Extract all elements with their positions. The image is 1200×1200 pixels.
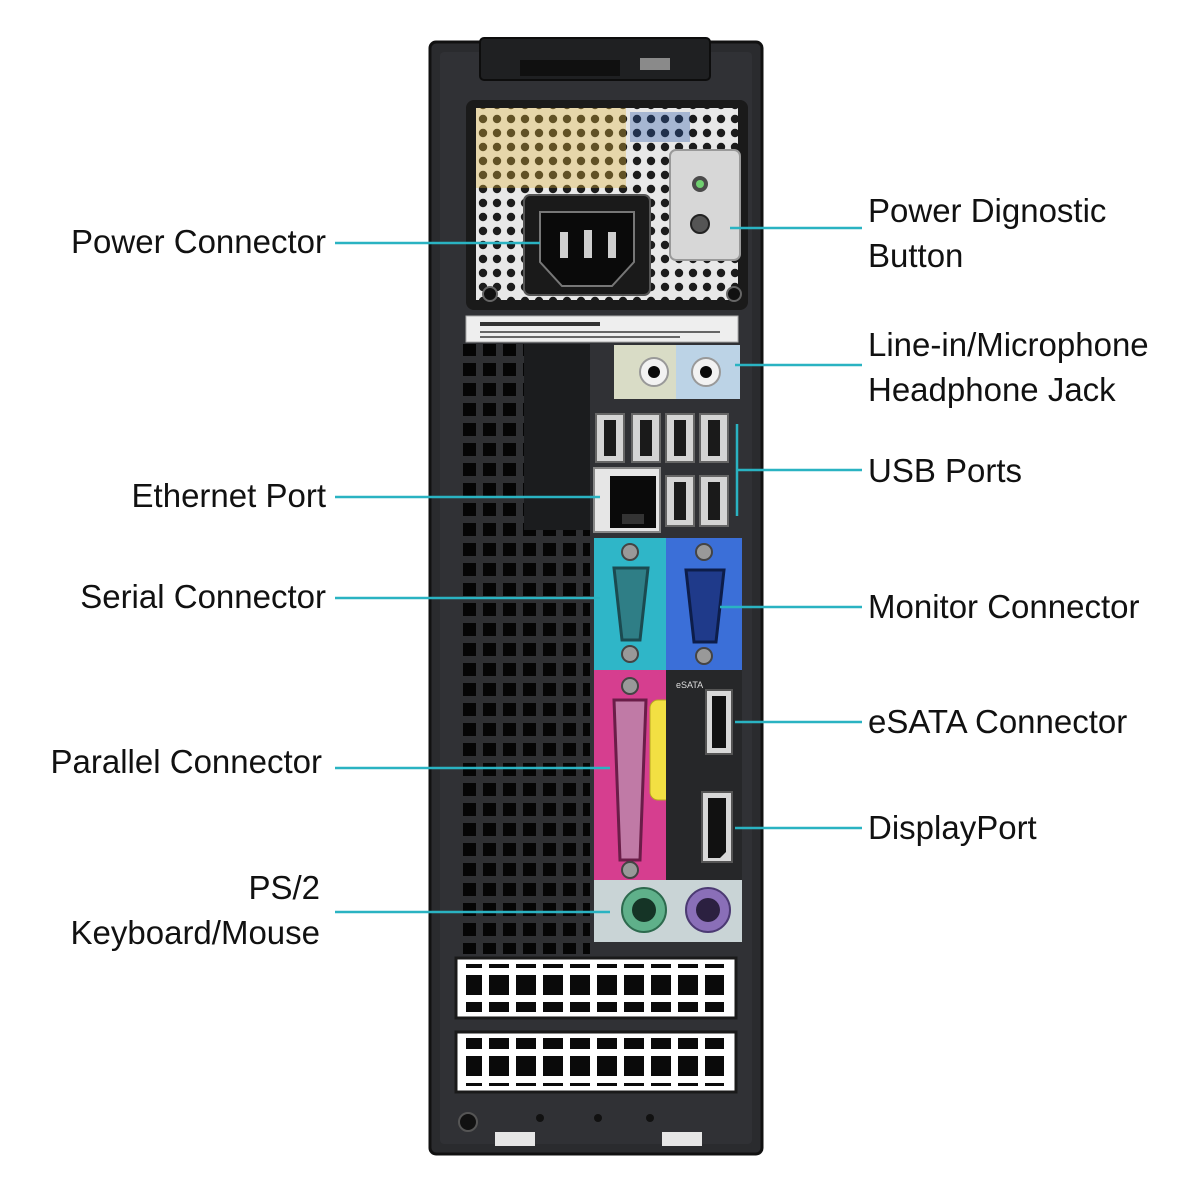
callout-lines <box>335 226 862 914</box>
esata-displayport-panel: eSATA <box>666 670 742 880</box>
label-power-diagnostic: Power Dignostic Button <box>868 188 1106 278</box>
label-monitor-connector-text: Monitor Connector <box>868 588 1140 625</box>
power-connector-socket <box>523 194 651 296</box>
service-tag-sticker <box>465 315 739 343</box>
esata-marking: eSATA <box>676 680 703 690</box>
label-displayport-text: DisplayPort <box>868 809 1037 846</box>
label-usb-ports: USB Ports <box>868 448 1022 493</box>
label-power-diagnostic-line1: Power Dignostic <box>868 192 1107 229</box>
vent-mesh-upper <box>460 344 524 954</box>
label-ps2-line2: Keyboard/Mouse <box>70 914 320 951</box>
label-esata-connector: eSATA Connector <box>868 699 1127 744</box>
label-serial-connector-text: Serial Connector <box>80 578 326 615</box>
label-audio-line2: Headphone Jack <box>868 371 1116 408</box>
power-diagnostic-button <box>669 149 741 261</box>
label-audio-line1: Line-in/Microphone <box>868 326 1149 363</box>
label-ps2: PS/2 Keyboard/Mouse <box>71 865 320 955</box>
audio-jacks <box>614 345 740 399</box>
vent-mesh-lower <box>524 530 590 954</box>
label-ps2-line1: PS/2 <box>248 869 320 906</box>
label-power-connector: Power Connector <box>71 219 326 264</box>
label-serial-connector: Serial Connector <box>80 574 326 619</box>
label-ethernet-port: Ethernet Port <box>132 473 326 518</box>
label-audio: Line-in/Microphone Headphone Jack <box>868 322 1149 412</box>
monitor-port-socket <box>666 538 742 670</box>
label-displayport: DisplayPort <box>868 805 1037 850</box>
label-parallel-connector-text: Parallel Connector <box>50 743 322 780</box>
label-parallel-connector: Parallel Connector <box>51 739 322 784</box>
label-power-connector-text: Power Connector <box>71 223 326 260</box>
serial-port-socket <box>594 538 666 670</box>
ethernet-port-socket <box>593 467 661 533</box>
label-ethernet-port-text: Ethernet Port <box>131 477 326 514</box>
label-usb-ports-text: USB Ports <box>868 452 1023 489</box>
label-esata-connector-text: eSATA Connector <box>868 703 1128 740</box>
label-power-diagnostic-line2: Button <box>868 237 964 274</box>
ps2-ports <box>594 880 742 942</box>
expansion-slots <box>454 956 738 1094</box>
usb-ports <box>595 413 729 527</box>
io-shield-blank <box>524 344 590 530</box>
label-monitor-connector: Monitor Connector <box>868 584 1139 629</box>
